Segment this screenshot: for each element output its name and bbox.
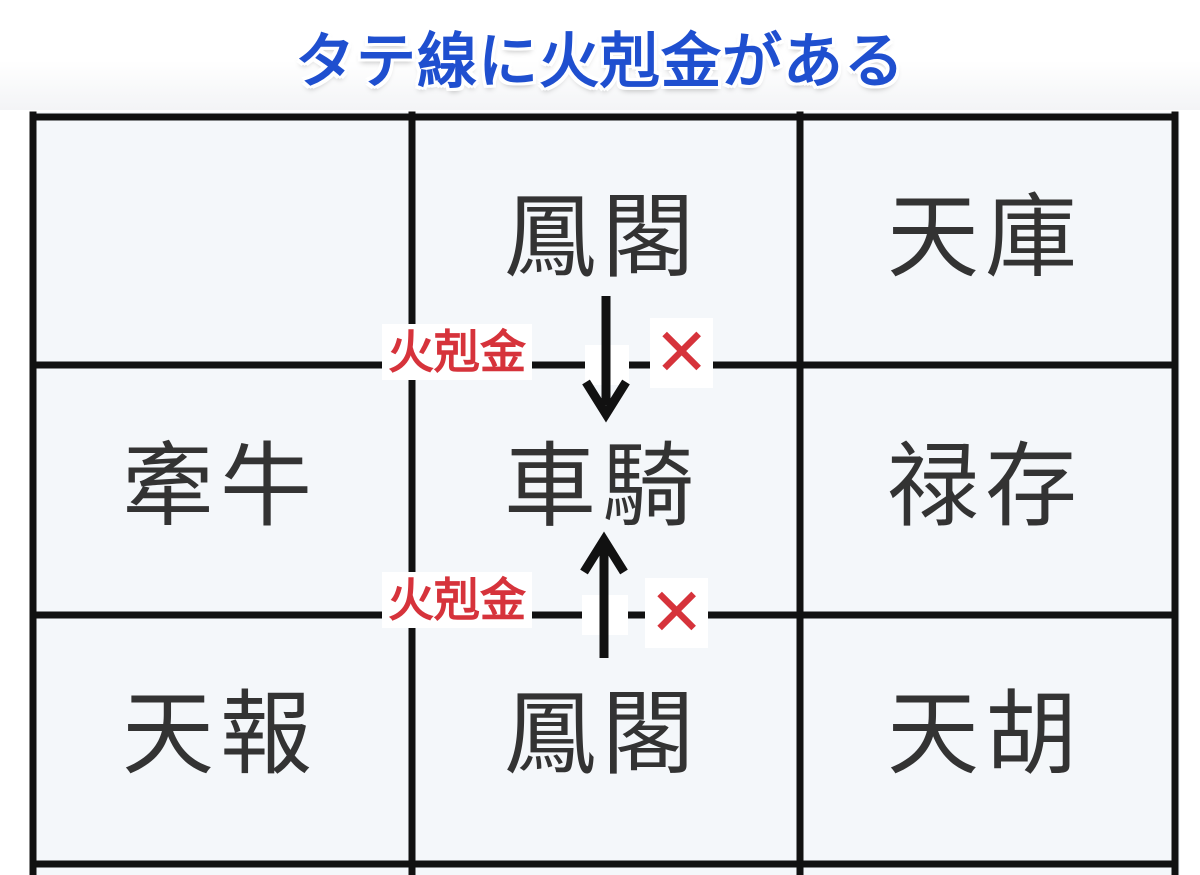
cell-r2c2: 車騎 [503,433,700,540]
annotation-bottom-label: 火剋金 [382,572,532,628]
header-band [0,0,1200,110]
annotation-bottom-cross-icon: ✕ [645,578,709,648]
annotation-top-cross-icon: ✕ [650,318,714,388]
cell-r3c1: 天報 [121,681,318,788]
down-arrow-icon [582,296,630,423]
cell-r2c1: 牽牛 [121,433,318,540]
cell-r3c2: 鳳閣 [503,681,700,788]
page-title: タテ線に火剋金がある [295,27,905,97]
cell-r2c3: 禄存 [886,433,1083,540]
cell-r1c3: 天庫 [886,184,1083,291]
grid-background [30,112,1180,875]
annotation-top-label: 火剋金 [382,324,532,380]
cell-r3c3: 天胡 [886,681,1083,788]
up-arrow-icon [580,531,628,658]
cell-r1c2: 鳳閣 [503,184,700,291]
